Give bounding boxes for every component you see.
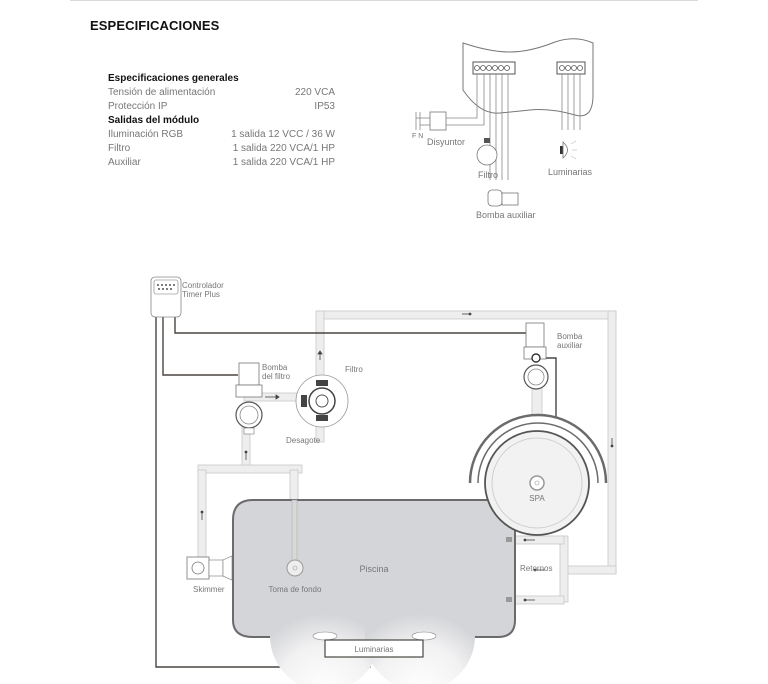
filter-label: Filtro bbox=[345, 365, 363, 374]
filter-pump-label-2: del filtro bbox=[262, 372, 291, 381]
spec-row: Tensión de alimentación 220 VCA bbox=[108, 86, 335, 100]
breaker-icon bbox=[429, 111, 447, 131]
aux-pump-label-1: Bomba bbox=[557, 332, 583, 341]
spa-label: SPA bbox=[529, 494, 545, 503]
spec-row: Protección IP IP53 bbox=[108, 100, 335, 114]
module-housing bbox=[462, 38, 594, 117]
spec-label: Tensión de alimentación bbox=[108, 87, 216, 98]
spec-row: Auxiliar 1 salida 220 VCA/1 HP bbox=[108, 156, 335, 170]
spa bbox=[468, 413, 608, 536]
filter-icon bbox=[476, 138, 498, 166]
lights-box-label: Luminarias bbox=[354, 645, 393, 654]
aux-pump-icon bbox=[523, 322, 549, 390]
spec-row: Iluminación RGB 1 salida 12 VCC / 36 W bbox=[108, 128, 335, 142]
controller-label-1: Controlador bbox=[182, 281, 224, 290]
spec-value: 1 salida 12 VCC / 36 W bbox=[231, 129, 335, 140]
general-heading: Especificaciones generales bbox=[108, 73, 239, 84]
page-title: ESPECIFICACIONES bbox=[90, 18, 220, 33]
spec-row: Filtro 1 salida 220 VCA/1 HP bbox=[108, 142, 335, 156]
drain-label: Desagote bbox=[286, 436, 321, 445]
pool-light-left bbox=[312, 631, 338, 641]
returns-label: Retornos bbox=[520, 564, 552, 573]
bottom-drain-label: Toma de fondo bbox=[269, 585, 322, 594]
spec-label: Auxiliar bbox=[108, 157, 141, 168]
spec-value: IP53 bbox=[314, 101, 335, 112]
installation-diagram: Luminarias Piscina Toma de fondo Skimmer… bbox=[150, 276, 617, 684]
terminal-block-left bbox=[472, 61, 516, 75]
skimmer-label: Skimmer bbox=[193, 585, 225, 594]
return-nozzles bbox=[506, 537, 512, 602]
fn-label: F N bbox=[412, 133, 423, 140]
aux-pump-label-2: auxiliar bbox=[557, 341, 583, 350]
filter-label: Filtro bbox=[478, 170, 498, 180]
flow-arrows bbox=[200, 312, 614, 602]
breaker-label: Disyuntor bbox=[427, 137, 465, 147]
spec-label: Protección IP bbox=[108, 101, 168, 112]
aux-pump-icon bbox=[487, 189, 519, 207]
bottom-drain-icon bbox=[286, 559, 304, 577]
lights-label: Luminarias bbox=[548, 167, 593, 177]
spec-label: Iluminación RGB bbox=[108, 129, 184, 140]
spec-value: 220 VCA bbox=[294, 87, 335, 98]
lights-box bbox=[324, 639, 424, 658]
outputs-heading: Salidas del módulo bbox=[108, 115, 200, 126]
spec-table: Especificaciones generales Tensión de al… bbox=[108, 72, 335, 170]
controller-icon bbox=[150, 276, 182, 318]
filter-pump-label-1: Bomba bbox=[262, 363, 288, 372]
pool-label: Piscina bbox=[359, 564, 388, 574]
wiring-diagram: F N Disyuntor Filtro Bomba auxiliar Lumi… bbox=[412, 38, 594, 220]
skimmer-icon bbox=[186, 555, 233, 581]
filter-valve-icon bbox=[295, 374, 349, 428]
filter-pump-icon bbox=[235, 362, 263, 435]
pool-light-right bbox=[411, 631, 437, 641]
light-fixture-icon bbox=[560, 140, 577, 160]
top-divider bbox=[70, 0, 698, 1]
aux-pump-label: Bomba auxiliar bbox=[476, 210, 536, 220]
spec-label: Filtro bbox=[108, 143, 131, 154]
terminal-block-right bbox=[556, 61, 586, 75]
controller-label-2: Timer Plus bbox=[182, 290, 220, 299]
spec-value: 1 salida 220 VCA/1 HP bbox=[232, 157, 335, 168]
bottom-drain-pipe bbox=[291, 499, 298, 563]
spec-value: 1 salida 220 VCA/1 HP bbox=[232, 143, 335, 154]
